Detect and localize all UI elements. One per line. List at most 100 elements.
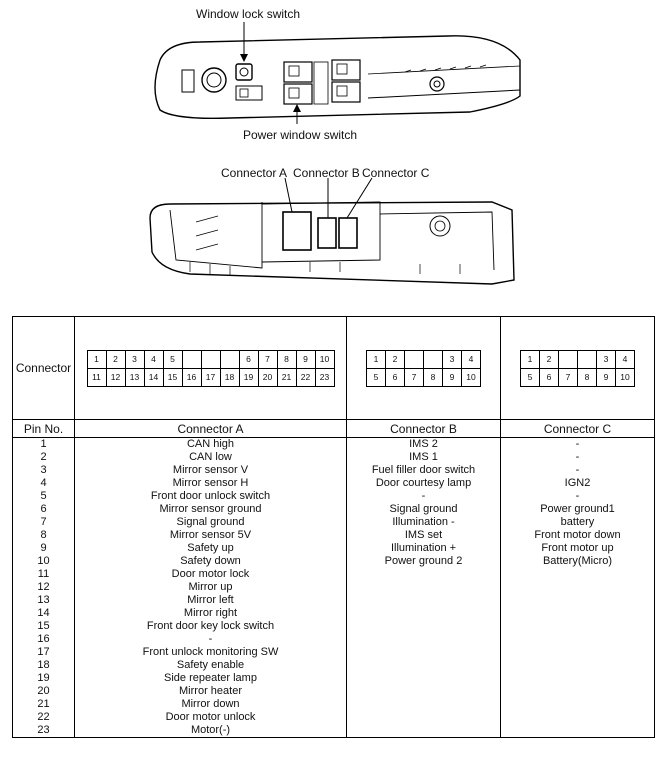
connector-c-cell: IGN2 bbox=[500, 477, 655, 490]
pin-cell: 3 bbox=[442, 349, 462, 369]
pin-number-cell: 4 bbox=[12, 477, 75, 490]
connector-b-cell bbox=[346, 620, 501, 633]
power-window-switch-label: Power window switch bbox=[243, 128, 358, 142]
pin-cell: 4 bbox=[143, 349, 164, 369]
connector-b-cell bbox=[346, 698, 501, 711]
connector-b-cell: IMS set bbox=[346, 529, 501, 542]
pin-number-cell: 10 bbox=[12, 555, 75, 568]
pin-cell: 2 bbox=[105, 349, 126, 369]
pin-cell: 6 bbox=[238, 349, 259, 369]
connector-b-cell: Power ground 2 bbox=[346, 555, 501, 568]
connector-b-cell bbox=[346, 646, 501, 659]
panel-rib-marks bbox=[404, 64, 487, 73]
connector-b-cell bbox=[346, 685, 501, 698]
pin-number-cell: 6 bbox=[12, 503, 75, 516]
connector-c-cell: - bbox=[500, 490, 655, 503]
connector-b-cell bbox=[346, 724, 501, 738]
column-header-row: Pin No. Connector A Connector B Connecto… bbox=[12, 419, 655, 438]
pin-cell: 8 bbox=[276, 349, 297, 369]
back-ribs bbox=[189, 215, 461, 276]
pin-number-cell: 14 bbox=[12, 607, 75, 620]
pin-number-cell: 17 bbox=[12, 646, 75, 659]
panel-screw bbox=[429, 76, 445, 92]
connector-a-cell: Mirror sensor H bbox=[74, 477, 347, 490]
pin-cell: 3 bbox=[124, 349, 145, 369]
connector-a-header: Connector A bbox=[74, 419, 347, 438]
connector-c-cell: Front motor down bbox=[500, 529, 655, 542]
table-row: 16- bbox=[12, 633, 655, 646]
pin-cell: 5 bbox=[520, 367, 540, 387]
connector-c-shape bbox=[338, 217, 358, 249]
connector-a-cell: Front unlock monitoring SW bbox=[74, 646, 347, 659]
pin-cell: 10 bbox=[314, 349, 335, 369]
connector-c-cell bbox=[500, 659, 655, 672]
pin-cell: 6 bbox=[385, 367, 405, 387]
pin-cell: 17 bbox=[200, 367, 221, 387]
connector-a-cell: Safety enable bbox=[74, 659, 347, 672]
connector-c-cell bbox=[500, 711, 655, 724]
pin-number-cell: 1 bbox=[12, 437, 75, 451]
pin-cell: 22 bbox=[295, 367, 316, 387]
pin-number-cell: 13 bbox=[12, 594, 75, 607]
connector-c-cell bbox=[500, 633, 655, 646]
mirror-knob bbox=[181, 67, 227, 93]
connector-b-cell: - bbox=[346, 490, 501, 503]
pin-number-cell: 16 bbox=[12, 633, 75, 646]
pin-number-cell: 12 bbox=[12, 581, 75, 594]
pin-cell: 14 bbox=[143, 367, 164, 387]
pin-number-cell: 9 bbox=[12, 542, 75, 555]
connector-c-cell bbox=[500, 672, 655, 685]
connector-c-cell: Power ground1 bbox=[500, 503, 655, 516]
pin-cell: 11 bbox=[86, 367, 107, 387]
connector-c-cell bbox=[500, 620, 655, 633]
connector-a-shape bbox=[282, 211, 312, 251]
connector-c-cell bbox=[500, 607, 655, 620]
pin-cell: 7 bbox=[404, 367, 424, 387]
pin-cell bbox=[404, 349, 424, 369]
connector-c-cell bbox=[500, 581, 655, 594]
connector-a-cell: Mirror down bbox=[74, 698, 347, 711]
pin-cell: 8 bbox=[423, 367, 443, 387]
connector-a-cell: Safety up bbox=[74, 542, 347, 555]
connector-b-cell bbox=[346, 607, 501, 620]
pin-cell: 5 bbox=[162, 349, 183, 369]
connector-a-cell: Door motor unlock bbox=[74, 711, 347, 724]
connector-c-label: Connector C bbox=[362, 166, 430, 180]
panel-back-body bbox=[149, 201, 515, 285]
connector-a-cell: Mirror sensor V bbox=[74, 464, 347, 477]
connector-b-cell: Signal ground bbox=[346, 503, 501, 516]
connector-a-cell: CAN high bbox=[74, 437, 347, 451]
pin-cell: 4 bbox=[615, 349, 635, 369]
pin-cell: 10 bbox=[615, 367, 635, 387]
pin-cell: 16 bbox=[181, 367, 202, 387]
connector-a-cell: Door motor lock bbox=[74, 568, 347, 581]
connector-c-cell: - bbox=[500, 437, 655, 451]
connector-a-cell: Mirror heater bbox=[74, 685, 347, 698]
connector-a-cell: Mirror sensor 5V bbox=[74, 529, 347, 542]
connector-c-cell bbox=[500, 646, 655, 659]
connector-c-cell: - bbox=[500, 464, 655, 477]
pin-number-cell: 21 bbox=[12, 698, 75, 711]
pin-number-cell: 5 bbox=[12, 490, 75, 503]
connector-b-cell bbox=[346, 568, 501, 581]
connector-a-cell: CAN low bbox=[74, 451, 347, 464]
connector-a-cell: Front door unlock switch bbox=[74, 490, 347, 503]
